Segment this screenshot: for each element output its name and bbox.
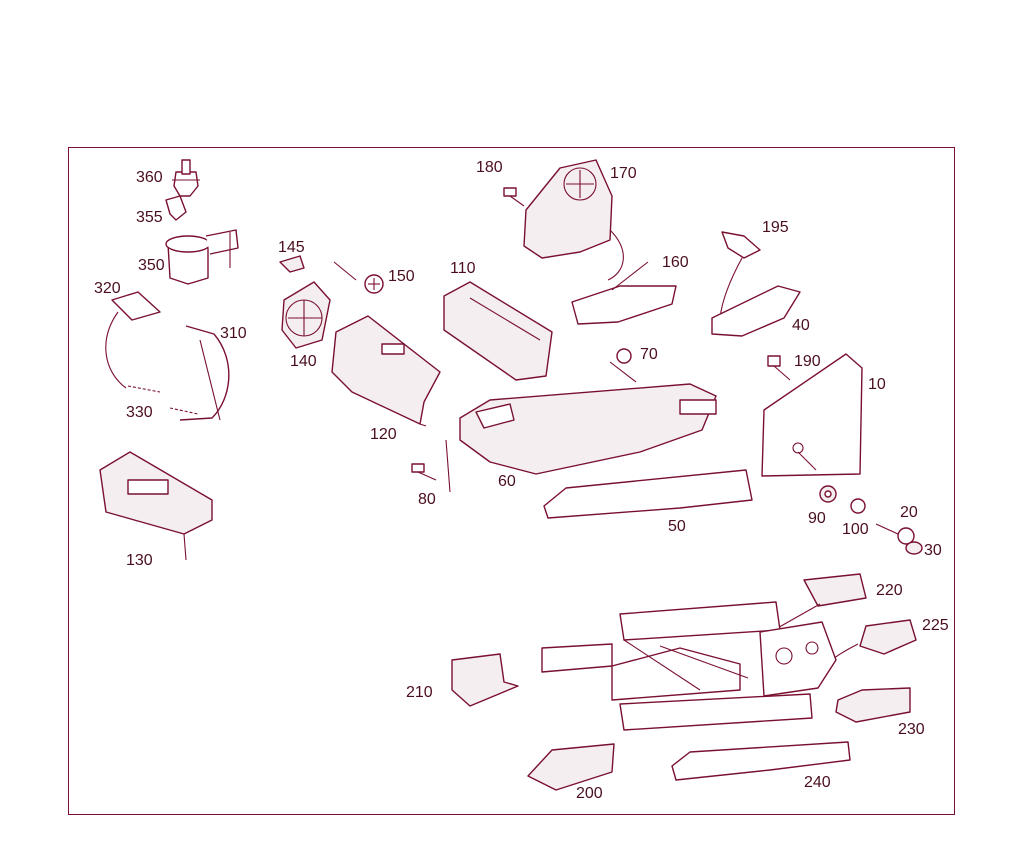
part-160: [571, 261, 677, 325]
part-110: [443, 281, 553, 381]
callout-220: 220: [876, 582, 903, 599]
callout-360: 360: [136, 169, 163, 186]
callout-230: 230: [898, 721, 925, 738]
callout-150: 150: [388, 268, 415, 285]
diagram-frame: [68, 147, 955, 815]
part-210: [451, 653, 519, 707]
callout-70: 70: [640, 346, 658, 363]
part-170: [523, 159, 624, 281]
callout-140: 140: [290, 353, 317, 370]
callout-320: 320: [94, 280, 121, 297]
callout-50: 50: [668, 518, 686, 535]
callout-60: 60: [498, 473, 516, 490]
part-40: [711, 285, 801, 337]
callout-110: 110: [450, 260, 476, 277]
callout-200: 200: [576, 785, 603, 802]
part-145: [279, 255, 305, 273]
part-10: [761, 353, 863, 477]
callout-240: 240: [804, 774, 831, 791]
callout-195: 195: [762, 219, 789, 236]
callout-120: 120: [370, 426, 397, 443]
part-330: [127, 385, 199, 415]
callout-10: 10: [868, 376, 886, 393]
callout-210: 210: [406, 684, 433, 701]
callout-160: 160: [662, 254, 689, 271]
part-20: [875, 523, 915, 545]
callout-100: 100: [842, 521, 869, 538]
callout-180: 180: [476, 159, 503, 176]
callout-330: 330: [126, 404, 153, 421]
callout-350: 350: [138, 257, 165, 274]
callout-170: 170: [610, 165, 637, 182]
part-230: [835, 687, 911, 723]
part-140: [281, 281, 331, 349]
part-240: [671, 741, 851, 781]
callout-190: 190: [794, 353, 821, 370]
part-50: [543, 469, 753, 519]
part-200: [527, 743, 615, 791]
part-150: [333, 261, 384, 294]
part-320: [105, 291, 161, 389]
part-355: [165, 195, 187, 221]
callout-310: 310: [220, 325, 247, 342]
callout-30: 30: [924, 542, 942, 559]
part-70: [609, 348, 637, 383]
callout-145: 145: [278, 239, 305, 256]
part-90: [819, 485, 837, 503]
callout-355: 355: [136, 209, 163, 226]
part-80: [411, 439, 451, 493]
part-120: [331, 315, 441, 427]
part-130: [99, 451, 213, 561]
part-180: [503, 187, 525, 207]
callout-20: 20: [900, 504, 918, 521]
callout-90: 90: [808, 510, 826, 527]
part-30: [905, 541, 923, 555]
seat-frame-mechanism: [541, 601, 837, 731]
callout-225: 225: [922, 617, 949, 634]
callout-80: 80: [418, 491, 436, 508]
callout-130: 130: [126, 552, 153, 569]
part-60: [459, 383, 717, 475]
part-350: [165, 229, 239, 285]
part-360: [172, 159, 200, 197]
part-220: [773, 573, 867, 631]
part-310: [179, 325, 230, 421]
part-225: [825, 619, 917, 665]
part-100: [850, 498, 866, 514]
callout-40: 40: [792, 317, 810, 334]
part-190: [767, 355, 791, 381]
